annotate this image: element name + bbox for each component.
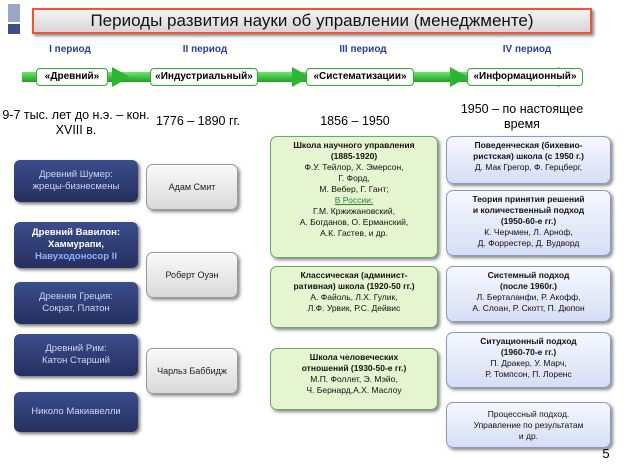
box-line: и др. [518,431,539,441]
box-line: Древний Вавилон: [31,227,121,238]
box-line: А. Богданов, О. Ерманский, [299,217,409,227]
box-heading: (1960-70-е гг.) [500,347,557,357]
box-heading: ративная) школа (1920-50 гг.) [293,281,415,291]
box-heading: (после 1960г.) [500,281,557,291]
period-date-1: 9-7 тыс. лет до н.э. – кон. XVIII в. [2,108,150,137]
box-heading: Системный подход [487,270,570,280]
page-title: Периоды развития науки об управлении (ме… [32,8,592,34]
box-line: Древняя Греция: [39,291,113,302]
page-number: 5 [602,446,610,461]
box-line: Ф.У. Тейлор, Х. Эмерсон, [304,162,404,172]
box-line: Г. Форд, [338,173,370,183]
box-line: М.П. Фоллет, Э. Мэйо, [310,374,398,384]
period-date-3: 1856 – 1950 [320,114,390,128]
box-heading: отношений (1930-50-е гг.) [301,363,407,373]
box-line: Г.М. Кржижановский, [313,206,395,216]
industrial-box-babbage: Чарльз Баббидж [146,348,238,394]
school-classical: Классическая (админист- ративная) школа … [270,266,438,328]
box-line: Д. Форрестер, Д. Вудворд [477,238,580,248]
box-heading: (1950-60-е гг.) [500,216,557,226]
ancient-box-greece: Древняя Греция: Сократ, Платон [14,282,138,324]
box-line: жрецы-бизнесмены [32,181,120,192]
school-behavioral: Поведенческая (бихевио- ристская) школа … [446,136,611,184]
box-line: Древний Шумер: [39,169,113,180]
ancient-box-machiavelli: Николо Макиавелли [14,392,138,432]
box-line: А. Файоль, Л.Х. Гулик, [310,292,398,302]
box-line: А.К. Гастев, и др. [320,228,388,238]
box-heading: Теория принятия решений [472,194,585,204]
box-line: Ч. Бернард,А.Х. Маслоу [306,385,402,395]
box-heading: ристская) школа (с 1950 г.) [473,151,584,161]
period-name-1: «Древний» [36,68,108,86]
school-human-relations: Школа человеческих отношений (1930-50-е … [270,348,438,410]
school-situational-approach: Ситуационный подход (1960-70-е гг.) П. Д… [446,332,611,388]
box-heading: Школа научного управления [293,140,415,150]
corner-decoration [8,24,20,34]
box-heading: Школа человеческих [309,352,399,362]
period-date-2: 1776 – 1890 гг. [155,114,241,128]
box-line: Процессный подход. [487,409,570,419]
period-name-4: «Информационный» [467,68,583,86]
period-label-3: III период [339,44,387,55]
box-line: К. Черчмен, Л. Арноф, [484,227,573,237]
box-line: Р. Томпсон, П. Лоренс [485,369,572,379]
box-line: Хаммурапи, [47,239,104,250]
box-line: А. Слоан, Р. Скотт, П. Дюпон [472,303,585,313]
school-scientific-management: Школа научного управления (1885-1920) Ф.… [270,136,438,258]
box-line: П. Дракер, У. Марч, [490,358,567,368]
period-label-2: II период [182,44,228,55]
box-line: Сократ, Платон [42,303,110,314]
box-heading: Ситуационный подход [480,336,577,346]
box-line: Катон Старший [42,355,110,366]
period-name-2: «Индустриальный» [150,68,258,86]
box-heading: Классическая (админист- [300,270,408,280]
school-systems-approach: Системный подход (после 1960г.) Л. Берта… [446,266,611,322]
school-decision-theory: Теория принятия решений и количественный… [446,190,611,256]
corner-decoration [8,4,20,22]
box-line: Л. Берталанфи, Р. Акофф, [476,292,581,302]
box-heading: и количественный подход [472,205,585,215]
period-label-1: I период [49,44,91,55]
ancient-box-babylon: Древний Вавилон: Хаммурапи, Навуходоносо… [14,222,138,268]
industrial-box-owen: Роберт Оуэн [146,252,238,298]
period-date-4: 1950 – по настоящее время [460,102,584,131]
ancient-box-sumer: Древний Шумер: жрецы-бизнесмены [14,160,138,202]
box-heading: Поведенческая (бихевио- [474,140,583,150]
box-line: Навуходоносор II [35,251,117,262]
industrial-box-smith: Адам Смит [146,164,238,210]
box-line: Д. Мак Грегор, Ф. Герцберг, [474,162,583,172]
ancient-box-rome: Древний Рим: Катон Старший [14,334,138,376]
box-line: М. Вебер, Г. Гант; [319,184,389,194]
box-line: Древний Рим: [45,343,107,354]
period-name-3: «Систематизации» [306,68,414,86]
box-line: Управление по результатам [473,420,584,430]
box-line: В России: [334,195,374,205]
period-label-4: IV период [502,44,552,55]
box-line: Николо Макиавелли [31,406,121,417]
school-process-approach: Процессный подход. Управление по результ… [446,402,611,448]
box-line: Л.Ф. Урвик, Р.С. Дейвис [307,303,401,313]
box-heading: (1885-1920) [330,151,378,161]
